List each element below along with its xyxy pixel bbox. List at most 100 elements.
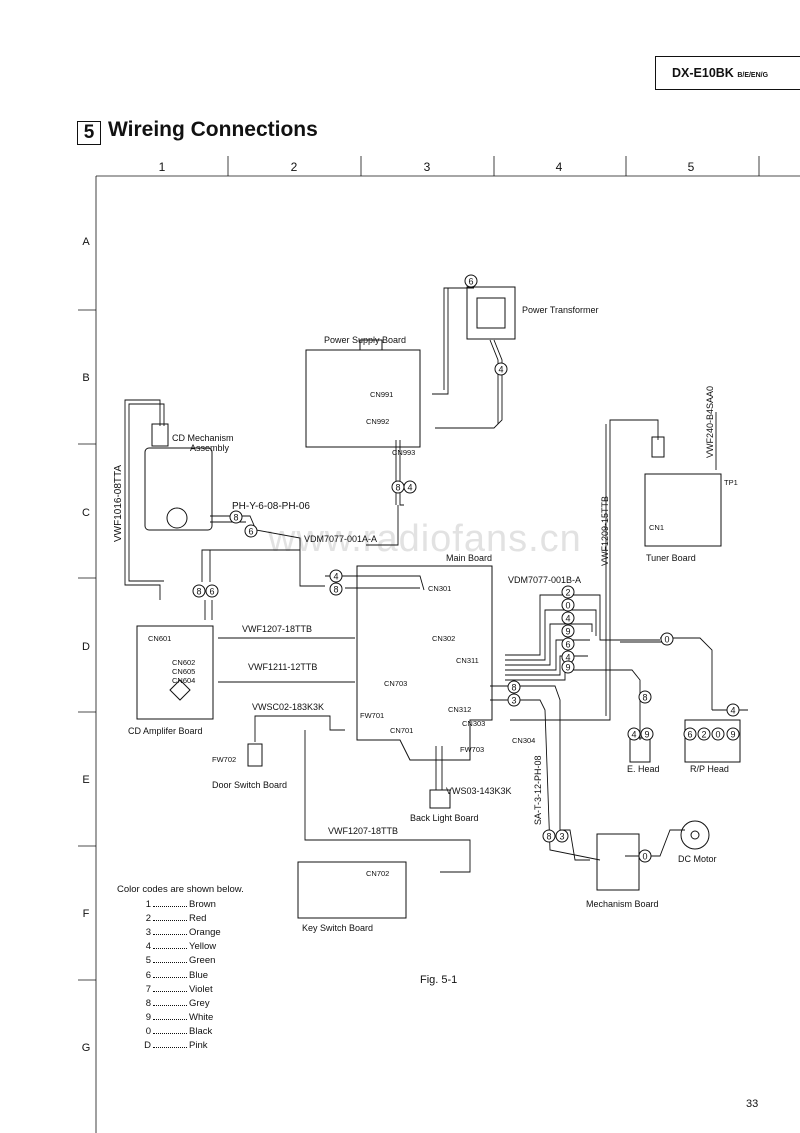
- label-power-supply-board: Power Supply Board: [324, 335, 406, 345]
- svg-text:8: 8: [196, 587, 201, 597]
- wire-number-vdm-b-4: 9: [561, 624, 575, 638]
- wire-number-pt-4: 4: [494, 362, 508, 376]
- tuner-board-outline: [644, 473, 722, 547]
- label-vwf1211: VWF1211-12TTB: [248, 662, 317, 672]
- wire-number-eh-9: 9: [640, 727, 654, 741]
- label-cd-mechanism-2: Assembly: [190, 443, 230, 453]
- model-suffix: B/E/EN/G: [737, 72, 769, 79]
- svg-text:4: 4: [407, 483, 412, 493]
- e-head-outline: [629, 737, 651, 763]
- wire-number-cd-8: 8: [229, 510, 243, 524]
- power-supply-board-outline: [305, 349, 421, 448]
- wire-number-amp-8: 8: [192, 584, 206, 598]
- svg-text:4: 4: [333, 572, 338, 582]
- svg-text:8: 8: [395, 483, 400, 493]
- label-vdm7077b: VDM7077-001B-A: [508, 575, 581, 585]
- label-cn605: CN605: [172, 667, 195, 676]
- wire-number-ps-4: 4: [403, 480, 417, 494]
- label-door-switch-board: Door Switch Board: [212, 780, 287, 790]
- svg-text:2: 2: [701, 730, 706, 740]
- label-vwf240: VWF240-B4SAA0: [705, 386, 715, 458]
- label-cn301: CN301: [428, 584, 451, 593]
- wire-number-vdm-b-7: 9: [561, 660, 575, 674]
- connector-labels: CN991 CN992 CN993 CN301 CN302 CN703 CN31…: [148, 390, 738, 878]
- label-cn602: CN602: [172, 658, 195, 667]
- rp-head-outline: [684, 719, 741, 763]
- label-cn701: CN701: [390, 726, 413, 735]
- model-number: DX-E10BK B/E/EN/G: [672, 66, 769, 80]
- svg-text:0: 0: [642, 852, 647, 862]
- svg-text:6: 6: [687, 730, 692, 740]
- label-cn703: CN703: [384, 679, 407, 688]
- wire-number-junction-0: 0: [660, 632, 674, 646]
- svg-text:4: 4: [631, 730, 636, 740]
- label-cn702: CN702: [366, 869, 389, 878]
- power-transformer-core: [476, 297, 506, 329]
- label-fw701: FW701: [360, 711, 384, 720]
- watermark: www.radiofans.cn: [268, 518, 582, 560]
- grid-row-e: E: [82, 774, 90, 786]
- label-cn601: CN601: [148, 634, 171, 643]
- model-box-top-rule: [655, 56, 800, 57]
- label-cn312: CN312: [448, 705, 471, 714]
- wire-number-rp-4: 4: [726, 703, 740, 717]
- wire-number-markers: 6 4 8 6 8 4 8 6 4 8 2 0 4 9 6 4 9 0 8 3 …: [192, 274, 740, 863]
- svg-text:6: 6: [248, 527, 253, 537]
- grid-col-2: 2: [290, 160, 298, 174]
- svg-text:6: 6: [565, 640, 570, 650]
- label-cn311: CN311: [456, 656, 479, 665]
- label-vwsc02: VWSC02-183K3K: [252, 702, 324, 712]
- grid-col-4: 4: [555, 160, 563, 174]
- grid-col-5: 5: [687, 160, 695, 174]
- wire-number-rp-2: 2: [697, 727, 711, 741]
- label-cn302: CN302: [432, 634, 455, 643]
- svg-text:9: 9: [730, 730, 735, 740]
- cable-labels: VWF1016-08TTA PH-Y-6-08-PH-06 VDM7077-00…: [113, 386, 715, 836]
- page-number: 33: [746, 1098, 759, 1110]
- grid-row-a: A: [82, 236, 90, 248]
- wire-number-motor-0: 0: [638, 849, 652, 863]
- grid-frame: [78, 156, 800, 1133]
- label-vdm7077a: VDM7077-001A-A: [304, 534, 377, 544]
- svg-text:9: 9: [565, 627, 570, 637]
- label-cn992: CN992: [366, 417, 389, 426]
- label-vwf1016: VWF1016-08TTA: [113, 465, 124, 542]
- cd-spindle: [166, 507, 188, 529]
- svg-text:6: 6: [468, 277, 473, 287]
- label-vwf1209: VWF1209-15TTB: [600, 496, 610, 566]
- mechanism-board-outline: [596, 833, 640, 891]
- label-rp-head: R/P Head: [690, 764, 729, 774]
- grid-row-b: B: [82, 372, 90, 384]
- label-main-board: Main Board: [446, 553, 492, 563]
- wire-number-mech-8: 8: [542, 829, 556, 843]
- cd-amplifier-board-outline: [136, 625, 214, 720]
- tuner-connector: [651, 436, 665, 458]
- label-mechanism-board: Mechanism Board: [586, 899, 659, 909]
- label-cn303: CN303: [462, 719, 485, 728]
- label-cd-amplifier-board: CD Amplifer Board: [128, 726, 203, 736]
- grid-col-1: 1: [158, 160, 166, 174]
- svg-text:0: 0: [565, 601, 570, 611]
- label-vwf1207-18ttb: VWF1207-18TTB: [242, 624, 312, 634]
- wire-number-main-8: 8: [329, 582, 343, 596]
- label-fw703: FW703: [460, 745, 484, 754]
- wire-number-vdm-b-5: 6: [561, 637, 575, 651]
- model-box-bottom-rule: [655, 89, 800, 90]
- wire-number-eh-4: 4: [627, 727, 641, 741]
- svg-text:4: 4: [565, 614, 570, 624]
- wire-number-ps-8: 8: [391, 480, 405, 494]
- svg-text:6: 6: [209, 587, 214, 597]
- wire-number-vdm-b-1: 2: [561, 585, 575, 599]
- svg-text:8: 8: [333, 585, 338, 595]
- grid-row-g: G: [81, 1042, 91, 1054]
- label-vwf1207-bottom: VWF1207-18TTB: [328, 826, 398, 836]
- svg-text:9: 9: [644, 730, 649, 740]
- label-cn993: CN993: [392, 448, 415, 457]
